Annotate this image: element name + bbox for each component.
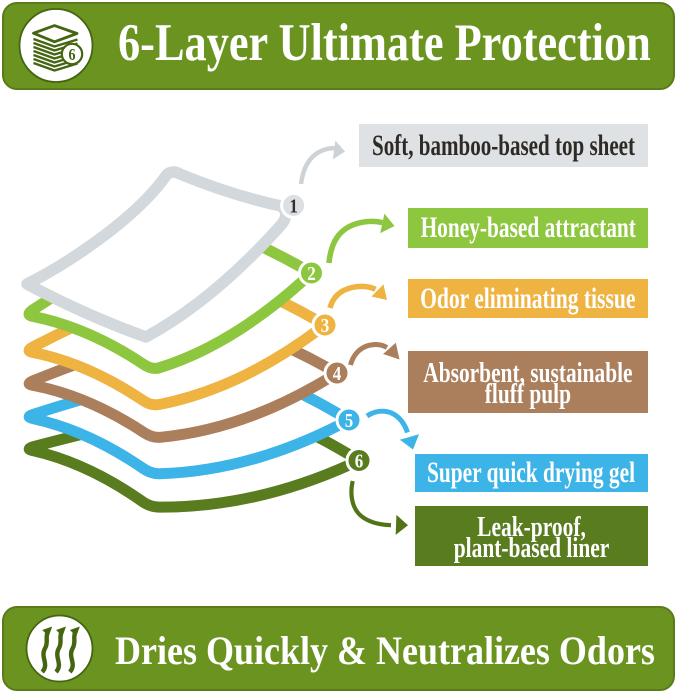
svg-text:3: 3 xyxy=(321,315,330,338)
svg-text:2: 2 xyxy=(307,263,316,286)
svg-text:6: 6 xyxy=(355,450,364,473)
svg-text:5: 5 xyxy=(345,410,354,433)
svg-text:6: 6 xyxy=(68,46,75,64)
svg-text:4: 4 xyxy=(333,363,342,386)
svg-text:1: 1 xyxy=(289,195,298,218)
